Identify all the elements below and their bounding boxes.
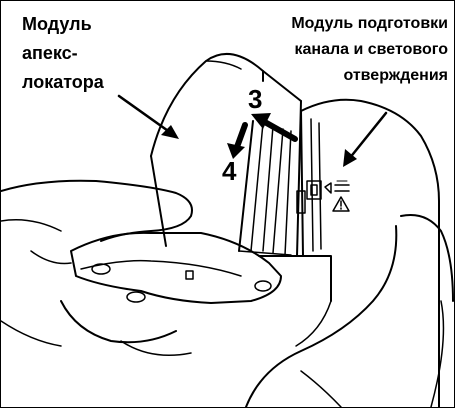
apex-module-base — [71, 233, 281, 303]
right-hand — [246, 215, 453, 407]
step-4-number: 4 — [222, 156, 236, 187]
prep-label-line-2: канала и светового — [291, 37, 448, 63]
left-hand — [1, 181, 192, 356]
apex-label-line-3: локатора — [22, 68, 104, 97]
apex-label-leader — [119, 96, 179, 139]
prep-label-line-3: отверждения — [291, 63, 448, 89]
step-4-arrow — [227, 125, 245, 159]
prep-label-leader — [343, 113, 386, 167]
warning-triangle-icon — [333, 197, 349, 211]
step-3-number: 3 — [248, 84, 262, 115]
apex-locator-module-label: Модуль апекс- локатора — [22, 10, 104, 97]
prep-curing-module-label: Модуль подготовки канала и светового отв… — [291, 11, 448, 89]
module-connector-icon — [307, 181, 349, 199]
prep-label-line-1: Модуль подготовки — [291, 11, 448, 37]
apex-module-body — [151, 54, 301, 256]
prep-module-body — [259, 100, 439, 407]
apex-label-line-1: Модуль — [22, 10, 104, 39]
apex-label-line-2: апекс- — [22, 39, 104, 68]
